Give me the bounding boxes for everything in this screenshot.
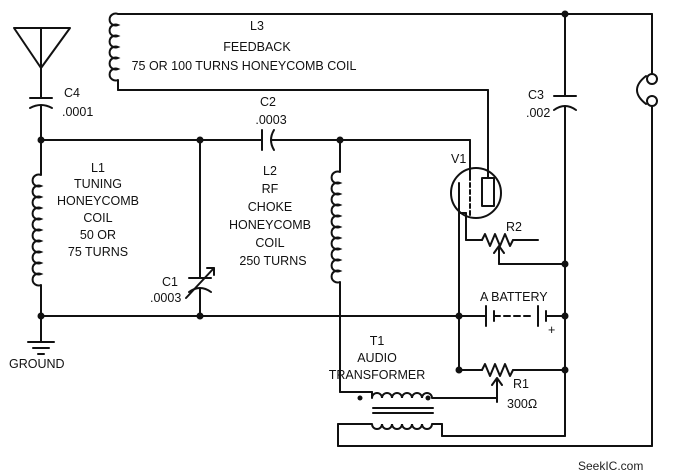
c2-label: C2: [260, 95, 276, 109]
r1-label: R1: [513, 377, 529, 391]
l3-feedback-label: FEEDBACK: [223, 40, 291, 54]
r2-wiper: [493, 245, 505, 265]
l1-line3: COIL: [83, 211, 112, 225]
inductor-l2: [330, 170, 343, 284]
l2-line1: RF: [262, 182, 279, 196]
t1-line2: TRANSFORMER: [329, 368, 426, 382]
battery-plus-sign: +: [548, 323, 555, 337]
transformer-icon: [337, 391, 653, 447]
l1-line5: 75 TURNS: [68, 245, 128, 259]
c1-value: .0003: [150, 291, 181, 305]
r1-value: 300Ω: [507, 397, 537, 411]
inductor-l1: [31, 173, 44, 287]
l2-line5: 250 TURNS: [239, 254, 306, 268]
l1-line2: HONEYCOMB: [57, 194, 139, 208]
c2-value: .0003: [255, 113, 286, 127]
v1-label: V1: [451, 152, 466, 166]
watermark-text: SeekIC.com: [578, 459, 643, 473]
ground-label: GROUND: [9, 357, 65, 371]
t1-line1: AUDIO: [357, 351, 397, 365]
c3-value: .002: [526, 106, 550, 120]
vacuum-tube-icon: [450, 167, 502, 219]
l1-label: L1: [91, 161, 105, 175]
t1-label: T1: [370, 334, 385, 348]
l1-line1: TUNING: [74, 177, 122, 191]
capacitor-c4: [29, 89, 53, 141]
headphones-icon: [564, 13, 658, 447]
ground-icon: [27, 341, 55, 355]
c4-value: .0001: [62, 105, 93, 119]
inductor-l3: [108, 12, 121, 82]
c3-label: C3: [528, 88, 544, 102]
r2-label: R2: [506, 220, 522, 234]
l2-line3: HONEYCOMB: [229, 218, 311, 232]
junction-dots: [37, 10, 569, 374]
antenna-icon: [13, 27, 71, 91]
resistor-r1: [481, 363, 514, 377]
resistor-r2: [481, 233, 514, 247]
l3-label: L3: [250, 19, 264, 33]
l3-turns-label: 75 OR 100 TURNS HONEYCOMB COIL: [132, 59, 357, 73]
c4-label: C4: [64, 86, 80, 100]
l2-line4: COIL: [255, 236, 284, 250]
r1-wiper: [491, 377, 503, 399]
l2-line2: CHOKE: [248, 200, 292, 214]
c1-label: C1: [162, 275, 178, 289]
l2-label: L2: [263, 164, 277, 178]
battery-icon: [479, 305, 566, 327]
a-battery-label: A BATTERY: [480, 290, 548, 304]
l1-line4: 50 OR: [80, 228, 116, 242]
